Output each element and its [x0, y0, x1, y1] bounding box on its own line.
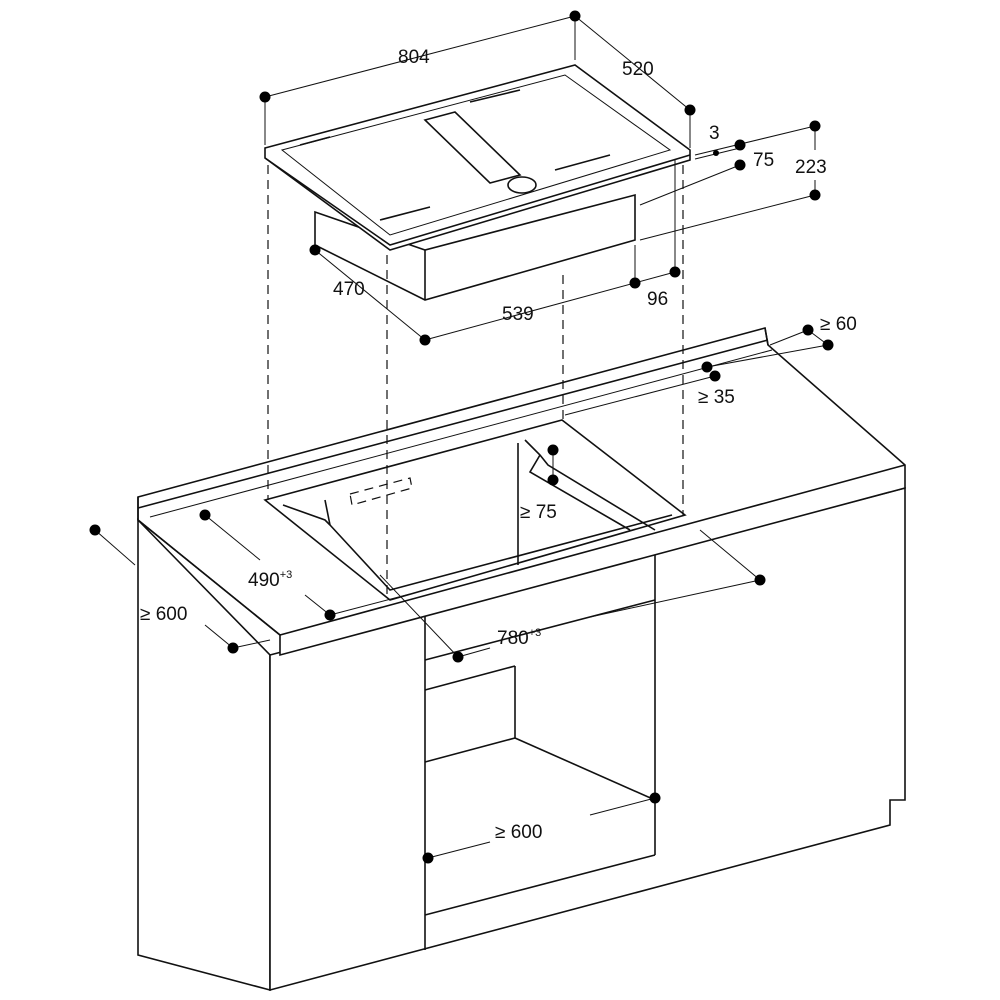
projection-lines — [267, 165, 684, 600]
label-cooktop-depth: 520 — [622, 59, 654, 80]
label-body-depth: 470 — [333, 279, 365, 300]
label-front-gap: ≥ 75 — [520, 502, 557, 523]
label-cutout-width: 780+3 — [497, 627, 541, 649]
dimension-dots — [89, 10, 834, 864]
label-cabinet-width: ≥ 600 — [495, 822, 542, 843]
countertop — [137, 327, 906, 657]
label-back-clearance: ≥ 60 — [820, 314, 857, 335]
label-body-offset: 96 — [647, 289, 668, 310]
label-cooktop-width: 804 — [398, 47, 430, 68]
label-cutout-depth: 490+3 — [248, 569, 292, 591]
label-body-width: 539 — [502, 304, 534, 325]
label-worktop-depth: ≥ 600 — [140, 604, 187, 625]
cooktop — [264, 64, 691, 301]
label-total-height: 223 — [795, 157, 827, 178]
dimension-labels: 804 520 3 75 223 470 539 96 ≥ 60 ≥ 35 ≥ … — [140, 47, 857, 843]
label-frame-height: 75 — [753, 150, 774, 171]
dimension-lines — [94, 15, 829, 859]
label-rear-gap: ≥ 35 — [698, 387, 735, 408]
label-glass-thickness: 3 — [709, 123, 720, 144]
